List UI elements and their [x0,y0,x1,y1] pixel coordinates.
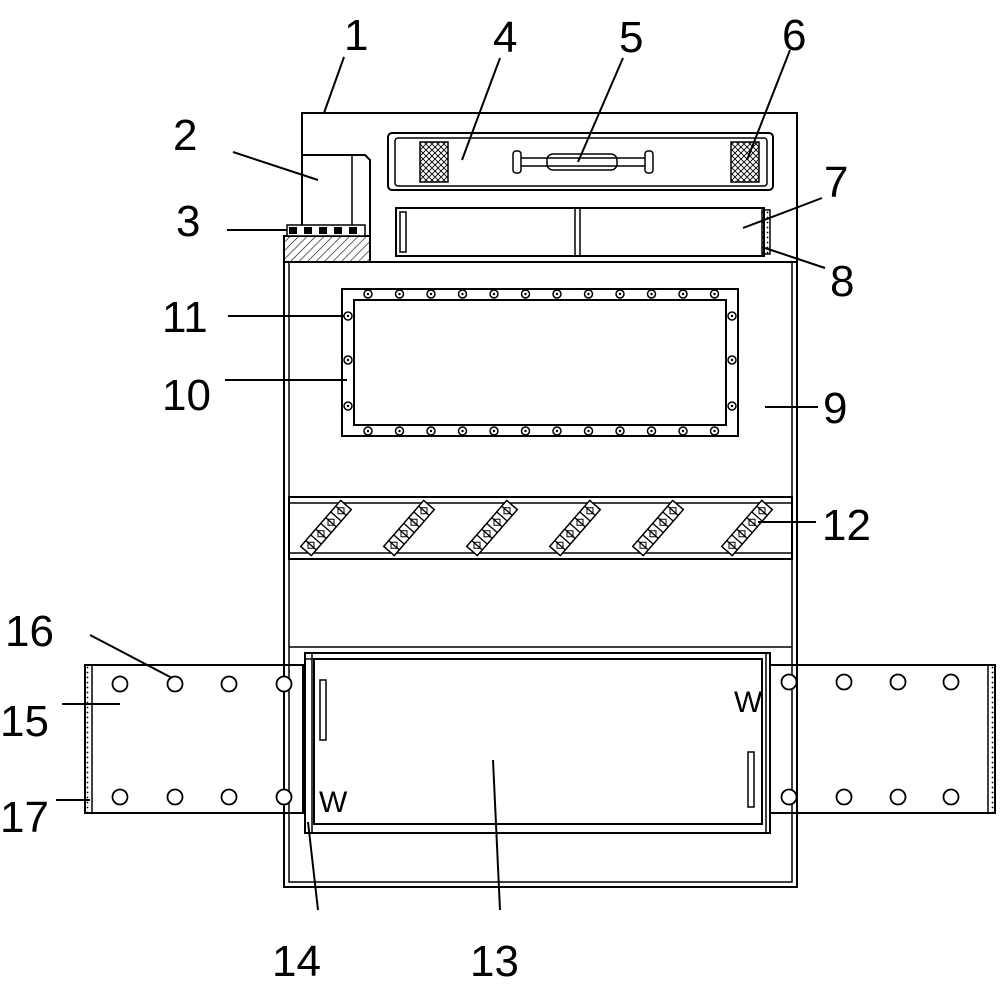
diagonal-springs [299,499,774,557]
end-cap [761,209,771,255]
hole-icon [220,675,238,693]
hole-icon [220,788,238,806]
top-housing [301,112,798,263]
hole-icon [780,673,798,691]
label-3: 3 [176,197,200,246]
label-17: 17 [0,793,49,842]
spring-mark-left: W [319,786,348,819]
hole-icon [275,675,293,693]
drawer [304,652,771,834]
hole-icon [111,675,129,693]
hole-icon [275,788,293,806]
wing-holes [111,673,960,806]
window-bolts [343,289,737,436]
hole-icon [835,673,853,691]
viewing-window [341,288,739,437]
label-15: 15 [0,697,49,746]
spring-coil [548,499,602,557]
filter-cartridge [395,207,765,257]
hole-icon [835,788,853,806]
hole-icon [889,673,907,691]
spring-coil [382,499,436,557]
mesh-block-left [419,141,449,183]
label-13: 13 [470,937,519,986]
lower-cabinet [283,261,798,888]
label-6: 6 [782,11,806,60]
handle [512,150,654,174]
label-8: 8 [830,257,854,306]
hole-icon [166,788,184,806]
side-duct [302,154,371,236]
mesh-block-right [730,141,760,183]
spring-coil [299,499,353,557]
label-4: 4 [493,13,517,62]
hole-icon [111,788,129,806]
spring-coil [720,499,774,557]
label-14: 14 [272,937,321,986]
side-wing-left [84,664,304,814]
spring-coil [465,499,519,557]
hatched-base [283,224,371,263]
hole-icon [780,788,798,806]
label-10: 10 [162,371,211,420]
spring-coil [631,499,685,557]
hole-icon [942,788,960,806]
spring-mark-right: W [734,686,763,719]
side-wing-right [769,664,996,814]
leader-lines [56,49,826,911]
label-9: 9 [823,384,847,433]
label-2: 2 [173,111,197,160]
hole-icon [889,788,907,806]
label-5: 5 [619,13,643,62]
label-1: 1 [344,11,368,60]
label-11: 11 [162,293,208,342]
label-12: 12 [822,501,871,550]
label-7: 7 [824,158,848,207]
hole-icon [166,675,184,693]
label-16: 16 [5,607,54,656]
hole-icon [942,673,960,691]
